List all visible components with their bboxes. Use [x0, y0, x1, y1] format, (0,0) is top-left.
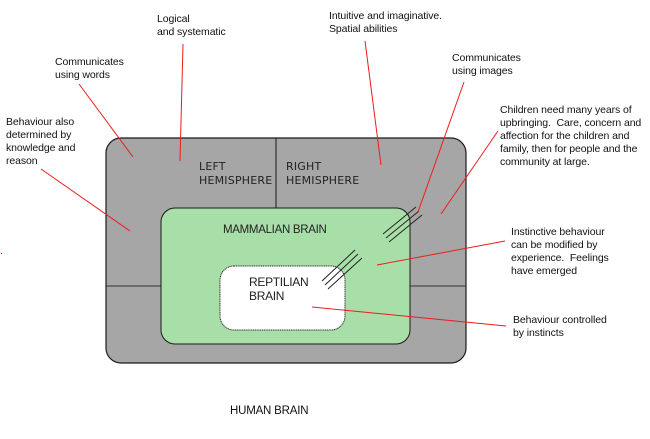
annotation-intuitive: Intuitive and imaginative. Spatial abili… — [329, 10, 442, 35]
leader-line-instinctive — [376, 240, 506, 266]
left-hemisphere-label: LEFT HEMISPHERE — [199, 160, 273, 187]
mammalian-brain-label: MAMMALIAN BRAIN — [223, 224, 327, 236]
leader-line-logical — [179, 43, 184, 162]
reptilian-brain-label: REPTILIAN BRAIN — [249, 275, 309, 303]
leader-line-instincts — [311, 306, 507, 327]
annotation-children: Children need many years of upbringing. … — [500, 104, 642, 168]
annotation-knowledge: Behaviour also determined by knowledge a… — [6, 116, 76, 167]
hatch-marks-upper — [382, 206, 423, 243]
annotation-instincts: Behaviour controlled by instincts — [513, 314, 607, 339]
annotation-instinctive: Instinctive behaviour can be modified by… — [511, 226, 609, 277]
hatch-marks-lower — [321, 249, 363, 290]
annotation-words: Communicates using words — [55, 56, 124, 81]
diagram-title: HUMAN BRAIN — [230, 405, 309, 417]
leader-line-images — [417, 81, 465, 213]
leader-line-children — [440, 130, 499, 215]
leader-line-intuitive — [364, 40, 382, 166]
leader-line-words — [78, 83, 134, 158]
right-hemisphere-label: RIGHT HEMISPHERE — [286, 160, 360, 187]
annotation-images: Communicates using images — [452, 52, 521, 77]
reptilian-brain-box — [219, 265, 346, 331]
annotation-logical: Logical and systematic — [157, 13, 226, 38]
stray-dot — [1, 253, 2, 254]
leader-line-knowledge — [40, 168, 131, 232]
